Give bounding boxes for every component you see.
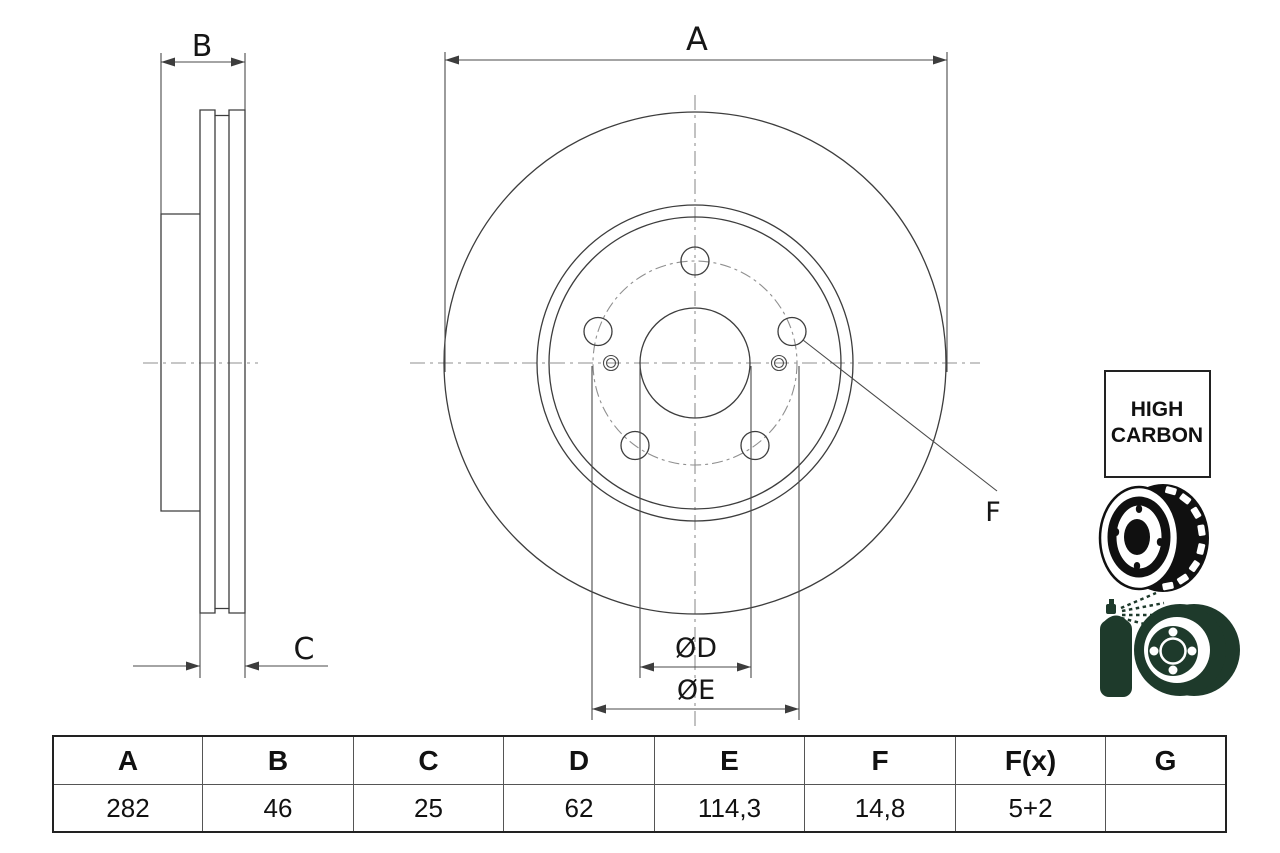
spec-value-cell xyxy=(1105,784,1225,831)
dim-a-arrow-right xyxy=(933,55,947,65)
side-view: B C xyxy=(133,29,328,678)
set-screw-hole-left xyxy=(602,354,620,372)
spec-header-cell: B xyxy=(202,737,353,784)
bolt-hole-top xyxy=(680,246,710,276)
spec-value-cell: 5+2 xyxy=(955,784,1105,831)
dim-e-label: ØE xyxy=(677,675,715,706)
spec-header-cell: E xyxy=(654,737,804,784)
spec-header-cell: F xyxy=(804,737,955,784)
dimension-b: B xyxy=(160,29,246,214)
hat-inner-circle xyxy=(548,216,842,510)
spec-table: A B C D E F F(x) G 282 46 25 62 114,3 14… xyxy=(52,735,1227,833)
coated-disc-bolt-holes xyxy=(1149,627,1197,675)
bolt-hole-upper-left xyxy=(583,316,613,347)
spray-can xyxy=(1100,599,1132,697)
disc-outer-circle xyxy=(443,111,947,615)
dim-c-arrow-left xyxy=(186,661,200,671)
high-carbon-text-line1: HIGH xyxy=(1131,398,1184,421)
spec-value-cell: 25 xyxy=(353,784,503,831)
hat-outer-circle xyxy=(536,204,854,522)
dimension-a: A xyxy=(444,20,948,372)
high-carbon-text-line2: CARBON xyxy=(1111,424,1203,447)
high-carbon-badge: HIGH CARBON xyxy=(1104,370,1211,478)
set-screw-outer xyxy=(602,354,620,372)
dim-b-arrow-right xyxy=(231,57,245,67)
dim-e-arrow-right xyxy=(785,704,799,714)
bolt-hole-upper-right xyxy=(777,316,807,347)
dim-d-arrow-left xyxy=(640,662,654,672)
set-screw-inner xyxy=(605,357,617,369)
dim-e-arrow-left xyxy=(592,704,606,714)
spec-value-cell: 46 xyxy=(202,784,353,831)
set-screw-outer xyxy=(770,354,788,372)
dim-a-arrow-left xyxy=(445,55,459,65)
centre-bore-circle xyxy=(639,307,751,419)
high-carbon-box xyxy=(1104,370,1211,478)
dimension-e: ØE xyxy=(591,366,800,720)
bolt-pitch-circle xyxy=(592,260,798,466)
front-view: A ØD ØE F xyxy=(410,20,1001,728)
side-view-hat-outline xyxy=(160,213,200,512)
set-screw-hole-right xyxy=(770,354,788,372)
vented-disc-bore xyxy=(1124,519,1150,555)
dim-b-label: B xyxy=(192,29,213,64)
dim-a-label: A xyxy=(686,20,708,58)
dim-c-arrow-right xyxy=(245,661,259,671)
side-view-disc-outline xyxy=(199,109,246,614)
bolt-hole-lower-left xyxy=(620,430,650,461)
bolt-hole-lower-right xyxy=(740,430,770,461)
spec-header-cell: A xyxy=(117,744,139,776)
coated-disc-bore xyxy=(1159,637,1187,665)
spec-value-cell: 114,3 xyxy=(654,784,804,831)
spec-value-cell: 14,8 xyxy=(804,784,955,831)
dimension-d: ØD xyxy=(639,366,752,678)
leader-f: F xyxy=(802,339,1001,528)
leader-f-label: F xyxy=(985,497,1001,528)
set-screw-inner xyxy=(773,357,785,369)
spec-header-cell: F(x) xyxy=(955,737,1105,784)
coated-disc xyxy=(1134,604,1240,696)
spec-header-cell: C xyxy=(353,737,503,784)
spec-value-cell: 62 xyxy=(503,784,654,831)
dim-c-label: C xyxy=(294,632,315,667)
ventilated-disc-icon xyxy=(1098,484,1209,592)
dim-d-label: ØD xyxy=(675,633,717,664)
dimension-c: C xyxy=(133,613,328,678)
vented-disc-bolt-dots xyxy=(1112,505,1164,570)
leader-f-line xyxy=(802,339,998,492)
spec-value-cell: 282 xyxy=(54,784,202,831)
dim-b-arrow-left xyxy=(161,57,175,67)
spec-header-cell: G xyxy=(1105,737,1225,784)
vent-slots xyxy=(1162,486,1206,591)
dim-d-arrow-right xyxy=(737,662,751,672)
spec-header-cell: D xyxy=(503,737,654,784)
spray-coating-icon xyxy=(1100,591,1240,697)
